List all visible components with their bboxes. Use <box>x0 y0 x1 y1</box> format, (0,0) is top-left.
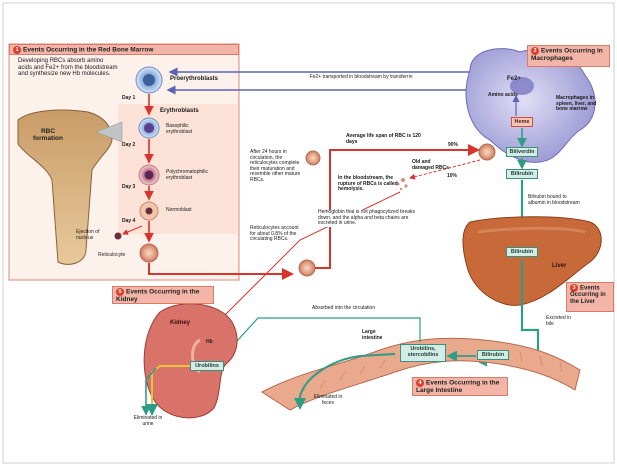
mature-rbc <box>306 151 320 165</box>
section-marrow-number: 1 <box>13 46 21 54</box>
percent-10-label: 10% <box>447 174 457 180</box>
section-macrophages-number: 2 <box>531 47 539 55</box>
biliverdin-tag: Biliverdin <box>506 147 538 157</box>
section-kidney-title: Events Occurring in the Kidney <box>116 289 199 303</box>
eliminated-urine-text: Eliminated in urine <box>128 416 168 427</box>
old-rbc <box>479 144 495 160</box>
section-marrow-title: Events Occurring in the Red Bone Marrow <box>23 47 153 54</box>
normoblast-label: Normoblast <box>166 208 192 214</box>
excreted-bile-text: Excreted in bile <box>546 316 574 327</box>
reticulocytes-account-text: Reticulocytes account for about 0.8% of … <box>250 226 300 243</box>
ejected-nucleus <box>115 233 122 240</box>
section-intestine-title: Events Occurring in the Large Intestine <box>416 380 499 394</box>
day-2-label: Day 2 <box>122 143 135 149</box>
after-24-hours-text: After 24 hours in circulation, the retic… <box>250 150 308 183</box>
heme-tag: Heme <box>511 117 533 127</box>
marrow-intro-text: Developing RBCs absorb amino acids and F… <box>18 58 118 78</box>
polychromatophilic-label: Polychromatophilic erythroblast <box>166 170 234 181</box>
day-4-label: Day 4 <box>122 219 135 225</box>
day-3-label: Day 3 <box>122 185 135 191</box>
rbc-formation-label: RBC formation <box>26 128 70 142</box>
proerythroblast-nucleus <box>143 74 155 86</box>
polychromatophilic-nucleus <box>145 171 154 180</box>
basophilic-nucleus <box>144 123 154 133</box>
bilirubin-intestine-tag: Bilirubin <box>477 350 509 360</box>
bilirubin-bound-text: Bilirubin bound to albumin in bloodstrea… <box>528 195 582 206</box>
fe-transport-text: Fe2+ transported in bloodstream by trans… <box>306 75 416 81</box>
large-intestine-label: Large intestine <box>362 330 396 341</box>
ejection-label: Ejection of nucleus <box>76 230 112 241</box>
basophilic-label: Basophilic erythroblast <box>166 124 214 135</box>
eliminated-feces-text: Eliminated in feces <box>308 395 348 406</box>
reticulocyte-cell <box>140 244 158 262</box>
liver-label: Liver <box>552 263 566 270</box>
urobilins-kidney-tag: Urobilins <box>190 361 224 371</box>
circulating-reticulocyte <box>299 260 315 276</box>
hemolysis-text: In the bloodstream, the rupture of RBCs … <box>338 176 404 193</box>
fe-macrophage-label: Fe2+ <box>507 76 521 83</box>
old-damaged-text: Old and damaged RBCs <box>412 160 450 171</box>
proerythroblasts-label: Proerythroblasts <box>170 76 218 83</box>
erythroblasts-label: Erythroblasts <box>160 108 199 115</box>
bilirubin-liver-tag: Bilirubin <box>506 247 538 257</box>
section-intestine-number: 4 <box>416 379 424 387</box>
percent-90-label: 90% <box>448 143 458 149</box>
hemoglobin-note-text: Hemoglobin that is not phagocytized brea… <box>318 210 418 227</box>
lifespan-text: Average life span of RBC is 120 days <box>346 134 424 145</box>
day-1-label: Day 1 <box>122 96 135 102</box>
hb-label: Hb <box>206 340 213 346</box>
section-macrophages-title: Events Occurring in Macrophages <box>531 48 603 62</box>
section-liver-number: 3 <box>570 284 578 292</box>
section-kidney-number: 5 <box>116 288 124 296</box>
kidney-label: Kidney <box>170 320 190 327</box>
macrophage-locations-text: Macrophages in spleen, liver, and bone m… <box>556 96 604 113</box>
urobilins-stercobilins-tag: Urobilins, stercobilins <box>400 344 446 362</box>
amino-acids-label: Amino acids <box>488 93 518 99</box>
absorbed-circulation-text: Absorbed into the circulation <box>312 306 375 312</box>
bilirubin-macrophage-tag: Bilirubin <box>506 169 538 179</box>
normoblast-nucleus <box>146 208 153 215</box>
reticulocyte-label: Reticulocyte <box>98 253 125 259</box>
